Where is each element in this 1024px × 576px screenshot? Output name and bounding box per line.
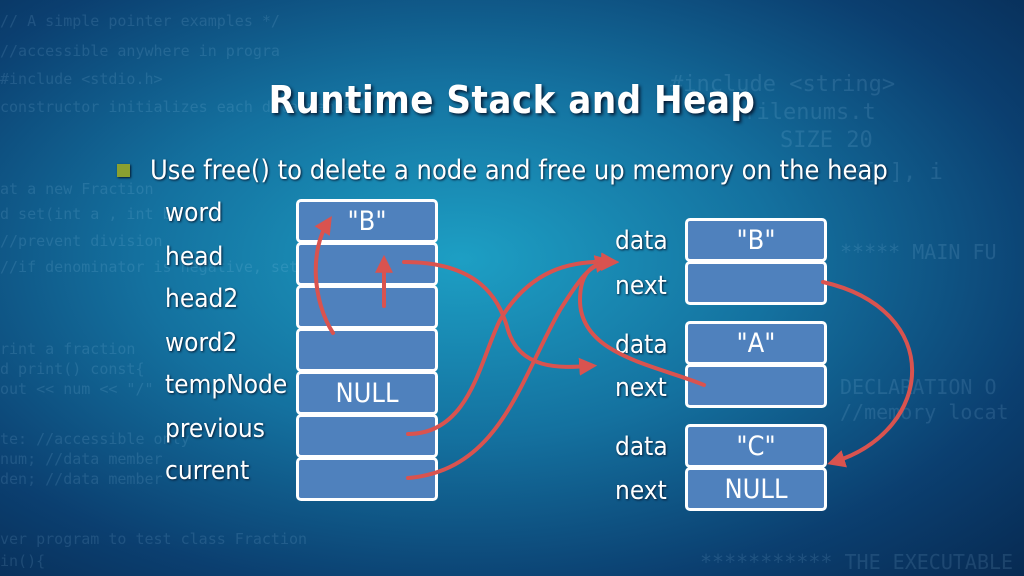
slide-title: Runtime Stack and Heap — [268, 78, 756, 122]
stack-label-word2: word2 — [165, 328, 238, 358]
stack-label-word: word — [165, 198, 223, 228]
heap-node-b-data-label: data — [615, 226, 668, 256]
stack-label-head: head — [165, 242, 224, 272]
heap-node-a-next — [685, 364, 827, 408]
heap-node-c-data-label: data — [615, 432, 668, 462]
arrow-previous-to-node-b — [406, 252, 620, 436]
heap-node-c-next-label: next — [615, 476, 667, 506]
heap-node-c-data: "C" — [685, 424, 827, 468]
arrow-current-to-node-b — [406, 255, 614, 480]
arrow-node-a-next-to-node-b — [577, 253, 706, 387]
stack-cell-word2 — [296, 328, 438, 372]
stack-cell-tempnode: NULL — [296, 371, 438, 415]
stack-label-previous: previous — [165, 414, 265, 444]
heap-node-c-next: NULL — [685, 467, 827, 511]
bullet-point: Use free() to delete a node and free up … — [117, 150, 888, 190]
stack-label-current: current — [165, 456, 250, 486]
stack-label-head2: head2 — [165, 284, 239, 314]
arrow-node-b-next-to-node-c — [821, 280, 914, 468]
stack-label-tempnode: tempNode — [165, 370, 288, 400]
heap-node-a-data: "A" — [685, 321, 827, 365]
stack-cell-previous — [296, 414, 438, 458]
heap-node-b-next-label: next — [615, 271, 667, 301]
bullet-square-icon — [117, 163, 130, 177]
heap-node-b-next — [685, 261, 827, 305]
heap-node-a-next-label: next — [615, 373, 667, 403]
arrow-head-to-node-a — [402, 260, 598, 376]
bullet-text: Use free() to delete a node and free up … — [150, 154, 888, 186]
arrow-word2-to-word — [313, 215, 335, 335]
heap-node-b-data: "B" — [685, 218, 827, 262]
